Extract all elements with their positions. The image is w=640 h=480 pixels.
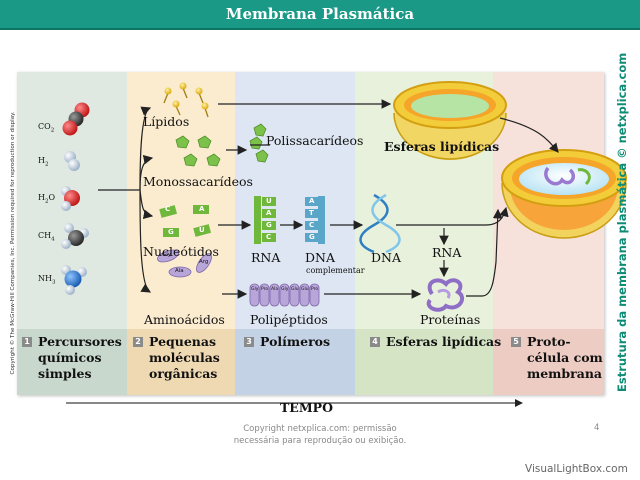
protocell-icon — [501, 149, 627, 239]
header-bar: Membrana Plasmática — [0, 0, 640, 30]
peptide-tag: Pro — [311, 287, 319, 292]
folded-protein-icon — [426, 278, 465, 312]
page-number: 4 — [594, 423, 600, 433]
timeline-label: TEMPO — [280, 400, 333, 415]
co2-label: CO2 — [38, 122, 55, 134]
aminoacid-molecules-icon — [157, 249, 212, 278]
rna-strand-letter: C — [266, 233, 272, 241]
nucleotide-letter: U — [199, 226, 205, 234]
stage-label-1: Percursores químicos simples — [38, 334, 122, 382]
stage-1-line: Percursores — [38, 334, 122, 349]
lipidos-label: Lípidos — [143, 114, 190, 129]
stage-2-line: Pequenas — [149, 334, 217, 349]
peptide-tag: Gly — [251, 287, 259, 292]
stage-4-line: Esferas lipídicas — [386, 334, 502, 349]
stage-5-line: membrana — [527, 366, 603, 381]
stage-1-line: simples — [38, 366, 92, 381]
stage-number-5: 5 — [511, 337, 521, 347]
nucleotide-letter: A — [199, 205, 205, 213]
stage-band-2 — [127, 329, 235, 395]
stage-label-2: Pequenas moléculas orgânicas — [149, 334, 220, 382]
lipid-molecules-icon — [163, 82, 209, 118]
stage-label-5: Proto- célula com membrana — [527, 334, 603, 382]
stage-band-1 — [17, 329, 127, 395]
footer-line: Copyright netxplica.com: permissão — [243, 424, 397, 434]
dna-helix-icon — [359, 193, 401, 254]
page-title: Membrana Plasmática — [225, 5, 415, 23]
brand-side-text: Estrutura da membrana plasmática © netxp… — [615, 52, 629, 392]
peptide-tag: Pro — [261, 287, 269, 292]
ch4-label: CH4 — [38, 231, 55, 243]
aminoacid-tag: Ala — [175, 268, 184, 274]
esferas-lipidicas-label: Esferas lipídicas — [384, 139, 500, 154]
dna-strand-letter: T — [309, 209, 314, 217]
stage-3-line: Polímeros — [260, 334, 331, 349]
co2-molecule-icon — [62, 102, 90, 136]
rna-strand-letter: A — [266, 209, 272, 217]
peptide-tag: Glu — [291, 287, 299, 292]
watermark: VisualLightBox.com — [525, 463, 628, 475]
brand-side-note: Estrutura da membrana plasmática © netxp… — [610, 52, 638, 395]
polypeptide-chain-icon — [249, 283, 320, 307]
lipid-sphere-icon — [393, 81, 507, 160]
dna-helix-label: DNA — [371, 250, 401, 265]
branch-arrows — [98, 106, 154, 293]
stage-2-line: moléculas — [149, 350, 220, 365]
stage-5-line: Proto- — [527, 334, 571, 349]
stage-1-line: químicos — [38, 350, 102, 365]
nucleotide-molecules-icon — [159, 205, 212, 237]
rna-strand-letter: U — [266, 197, 272, 205]
stage-band-3 — [235, 329, 355, 395]
peptide-tag: Ala — [271, 287, 279, 292]
complementary-dna-strand-icon — [305, 196, 325, 244]
dna-strand-letter: A — [309, 197, 315, 205]
footer-line: necessária para reprodução ou exibição. — [233, 436, 407, 446]
stage-number-4: 4 — [370, 337, 380, 347]
flow-arrows — [218, 99, 559, 299]
polipeptidos-label: Polipéptidos — [250, 312, 328, 327]
monosaccharide-molecules-icon — [175, 135, 221, 167]
peptide-tag: Glu — [301, 287, 309, 292]
rna-translation-label: RNA — [432, 245, 462, 260]
rna-strand-icon — [254, 196, 276, 244]
nucleotidos-label: Nucleótidos — [143, 244, 219, 259]
dna-label: DNA — [305, 250, 335, 265]
diagram-panel — [17, 72, 604, 395]
stage-5-line: célula com — [527, 350, 603, 365]
h2o-label: H2O — [38, 193, 56, 205]
aminoacidos-label: Aminoácidos — [144, 312, 225, 327]
stage-label-4: Esferas lipídicas — [386, 334, 501, 350]
dna-strand-letter: C — [309, 221, 315, 229]
aminoacid-tag: Gly — [162, 252, 172, 258]
nucleotide-letter: G — [168, 228, 174, 236]
complementar-label: complementar — [306, 266, 365, 275]
stage-label-3: Polímeros — [260, 334, 330, 350]
dna-strand-letter: G — [309, 233, 315, 241]
peptide-tag: Gly — [281, 287, 289, 292]
footer-copyright: Copyright netxplica.com: permissão neces… — [200, 423, 440, 447]
stage-number-2: 2 — [133, 337, 143, 347]
h2-label: H2 — [38, 156, 49, 168]
stage-number-3: 3 — [244, 337, 254, 347]
rna-strand-letter: G — [266, 221, 272, 229]
aminoacid-tag: Arg — [199, 259, 209, 265]
rna-label: RNA — [251, 250, 281, 265]
polissacarideos-label: Polissacarídeos — [266, 133, 364, 148]
h2-molecule-icon — [64, 151, 80, 171]
nh3-molecule-icon — [61, 265, 87, 295]
ch4-molecule-icon — [61, 223, 89, 249]
stage-2-line: orgânicas — [149, 366, 218, 381]
stage-number-1: 1 — [22, 337, 32, 347]
nucleotide-letter: C — [165, 205, 171, 213]
proteinas-label: Proteínas — [420, 312, 481, 327]
monossacarideos-label: Monossacarídeos — [143, 174, 253, 189]
nh3-label: NH3 — [38, 274, 56, 286]
h2o-molecule-icon — [61, 186, 80, 211]
polysaccharide-chain-icon — [249, 123, 269, 163]
